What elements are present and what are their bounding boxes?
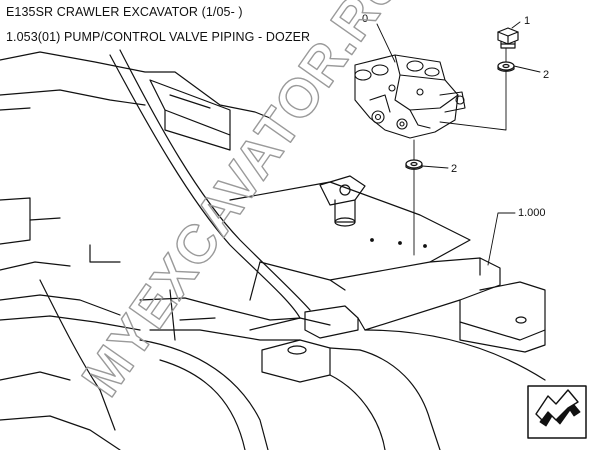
callout-washer-top: 2	[543, 69, 549, 81]
callout-bolt: 1	[524, 15, 530, 27]
control-valve[interactable]	[354, 54, 466, 139]
chassis-frame	[0, 49, 546, 450]
bolt-part[interactable]	[497, 27, 519, 49]
callout-valve: 0	[362, 13, 368, 25]
diagram-subtitle: 1.053(01) PUMP/CONTROL VALVE PIPING - DO…	[6, 30, 311, 44]
watermark-text: MYEXCAVATOR.RU	[71, 0, 415, 407]
callout-washer-bottom: 2	[451, 163, 457, 175]
diagram-title: E135SR CRAWLER EXCAVATOR (1/05- )	[6, 5, 243, 19]
callout-frame: 1.000	[518, 207, 546, 219]
leader-lines	[376, 21, 541, 266]
next-page-arrow-icon[interactable]	[527, 385, 587, 439]
